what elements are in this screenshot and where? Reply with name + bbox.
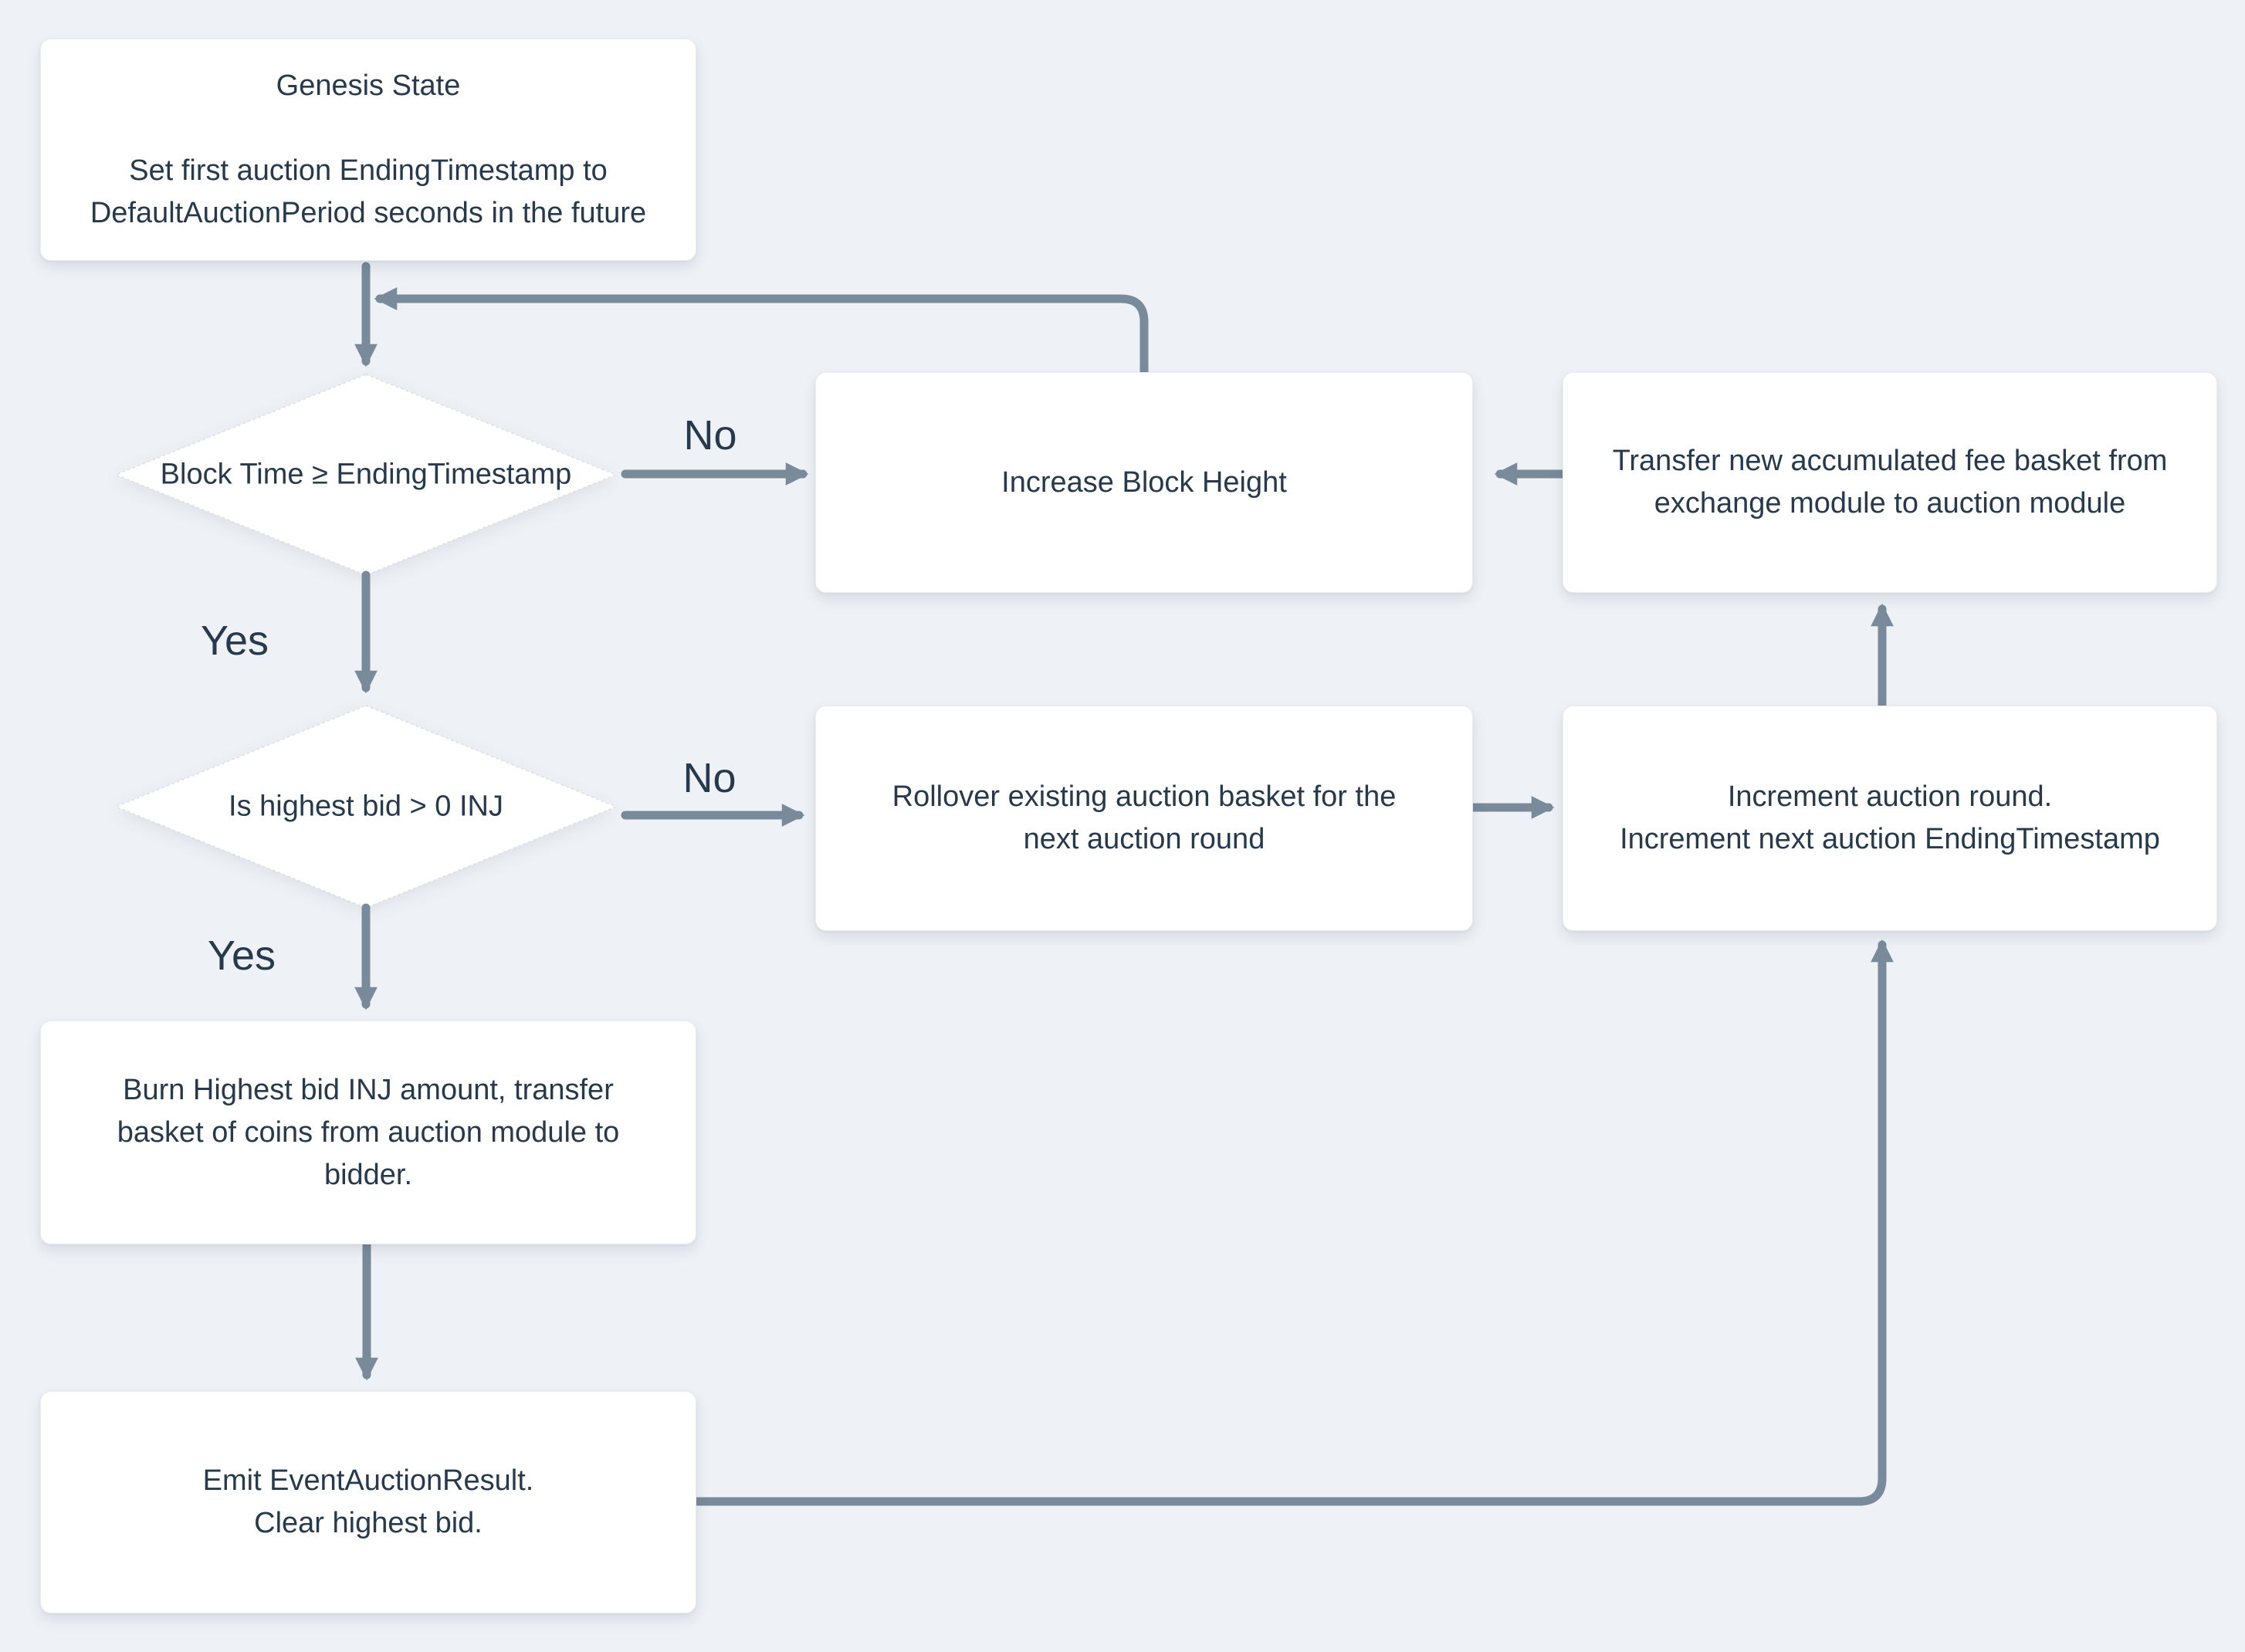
edge-label-highest-bid-no: No <box>682 755 736 801</box>
decision-highest-bid-label: Is highest bid > 0 INJ <box>229 790 503 823</box>
node-transfer-fee-basket-label: Transfer new accumulated fee basket from… <box>1612 445 2168 520</box>
node-increase-block-height: Increase Block Height <box>815 372 1473 593</box>
node-burn-highest-bid: Burn Highest bid INJ amount, transfer ba… <box>40 1021 696 1244</box>
node-burn-highest-bid-label: Burn Highest bid INJ amount, transfer ba… <box>117 1073 620 1191</box>
edge-label-block-time-yes: Yes <box>200 618 269 664</box>
node-rollover-basket-label: Rollover existing auction basket for the… <box>892 780 1397 855</box>
node-transfer-fee-basket: Transfer new accumulated fee basket from… <box>1563 372 2217 593</box>
node-emit-auction-result-label: Emit EventAuctionResult. Clear highest b… <box>202 1464 534 1539</box>
edge-label-block-time-no: No <box>683 412 737 459</box>
edge-label-highest-bid-yes: Yes <box>207 933 276 979</box>
node-rollover-basket: Rollover existing auction basket for the… <box>815 706 1473 931</box>
arrow-loop-increase-to-main-line <box>374 287 1149 377</box>
decision-block-time-label: Block Time ≥ EndingTimestamp <box>160 458 572 491</box>
node-increment-round-label: Increment auction round. Increment next … <box>1620 780 2160 855</box>
node-genesis-state: Genesis State Set first auction EndingTi… <box>40 39 696 261</box>
arrow-emit-loop-to-increment <box>692 939 1894 1506</box>
node-genesis-state-label: Genesis State Set first auction EndingTi… <box>90 69 647 229</box>
node-emit-auction-result: Emit EventAuctionResult. Clear highest b… <box>40 1391 696 1613</box>
node-increase-block-height-label: Increase Block Height <box>1001 465 1287 499</box>
node-increment-round: Increment auction round. Increment next … <box>1563 706 2217 931</box>
